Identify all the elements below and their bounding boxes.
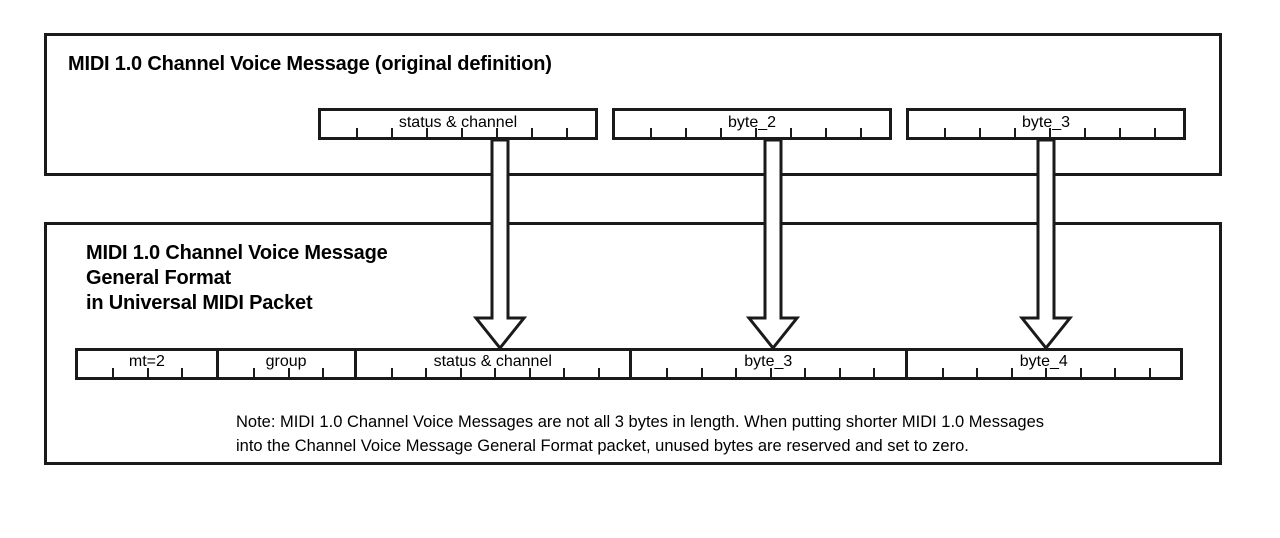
- packet-field-label-mt: mt=2: [128, 353, 165, 370]
- packet-field-mt: mt=2: [78, 351, 216, 377]
- packet-field-label-byte-3: byte_3: [744, 353, 793, 370]
- bit-ticks: [357, 368, 630, 377]
- packet-field-group: group: [215, 351, 354, 377]
- bit-ticks: [908, 368, 1181, 377]
- bit-ticks: [78, 368, 216, 377]
- bit-ticks: [219, 368, 354, 377]
- packet-field-label-status-channel: status & channel: [433, 353, 552, 370]
- panel-bottom-title-line-1: MIDI 1.0 Channel Voice Message: [86, 242, 388, 264]
- top-byte-label-status-channel: status & channel: [398, 114, 518, 131]
- mapping-arrow-status-channel: [470, 140, 530, 350]
- panel-ump-general-format: [44, 222, 1222, 465]
- ump-packet-bar: mt=2 group status & channel byte_3 byte_…: [75, 348, 1183, 380]
- panel-bottom-title-line-3: in Universal MIDI Packet: [86, 292, 313, 314]
- top-byte-box-byte-3: byte_3: [906, 108, 1186, 140]
- packet-field-byte-3: byte_3: [629, 351, 905, 377]
- bit-ticks: [632, 368, 905, 377]
- panel-bottom-title-line-2: General Format: [86, 267, 232, 289]
- packet-field-label-group: group: [265, 353, 307, 370]
- packet-field-label-byte-4: byte_4: [1019, 353, 1068, 370]
- top-byte-box-byte-2: byte_2: [612, 108, 892, 140]
- mapping-arrow-byte-3-to-byte-4: [1016, 140, 1076, 350]
- packet-field-byte-4: byte_4: [904, 351, 1181, 377]
- bit-ticks: [909, 128, 1183, 137]
- top-byte-label-byte-3: byte_3: [1021, 114, 1071, 131]
- mapping-arrow-byte-2-to-byte-3: [743, 140, 803, 350]
- top-byte-box-status-channel: status & channel: [318, 108, 598, 140]
- footnote-line-1: Note: MIDI 1.0 Channel Voice Messages ar…: [236, 413, 1045, 431]
- panel-midi1-original: [44, 33, 1222, 176]
- top-byte-label-byte-2: byte_2: [727, 114, 777, 131]
- packet-field-status-channel: status & channel: [353, 351, 630, 377]
- panel-top-title: MIDI 1.0 Channel Voice Message (original…: [68, 53, 552, 75]
- footnote: Note: MIDI 1.0 Channel Voice Messages ar…: [236, 410, 1186, 458]
- bit-ticks: [321, 128, 595, 137]
- footnote-line-2: into the Channel Voice Message General F…: [236, 437, 969, 455]
- bit-ticks: [615, 128, 889, 137]
